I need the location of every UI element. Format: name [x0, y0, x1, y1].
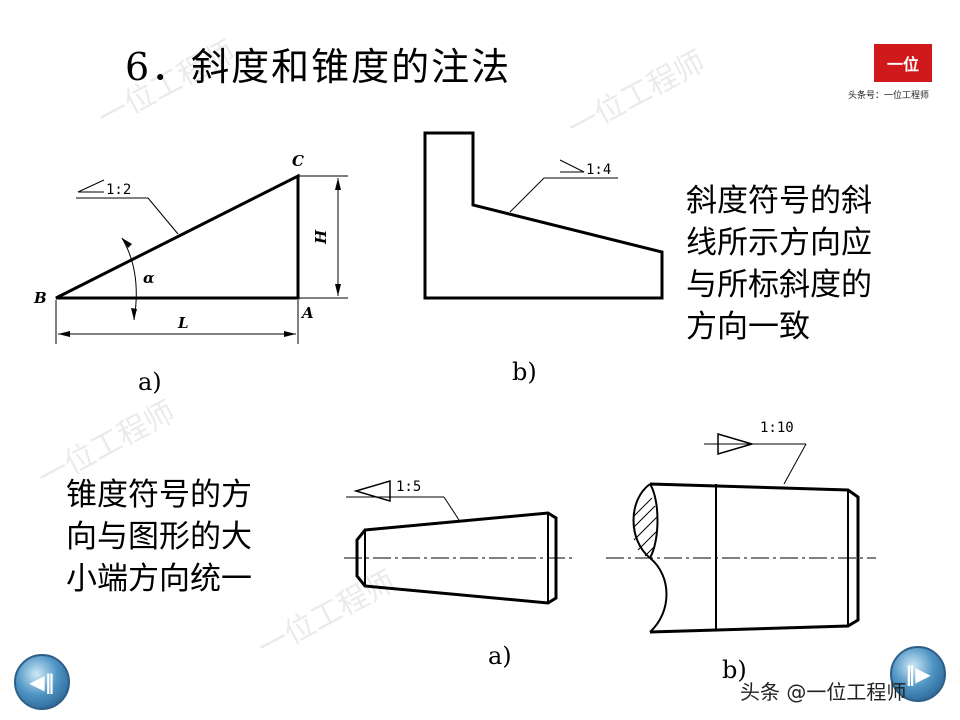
next-page-button[interactable]: ‖▶ — [890, 646, 946, 702]
taper-figure-small: 1:5 — [344, 479, 572, 605]
point-label-a: A — [300, 304, 314, 322]
figure-caption-b: b) — [512, 358, 537, 386]
taper-note-line: 小端方向统一 — [66, 561, 252, 597]
taper-note-line: 向与图形的大 — [66, 519, 252, 555]
taper-shaft — [649, 482, 860, 634]
slope-triangle-figure: 1:2 C B A α H L — [33, 152, 348, 344]
angle-label: α — [143, 269, 155, 287]
prev-page-icon: ◀‖ — [29, 670, 55, 694]
slope-block-figure: 1:4 — [423, 131, 664, 300]
point-label-b: B — [33, 289, 47, 307]
slope-ratio-b: 1:4 — [586, 162, 611, 178]
taper-figure-large: 1:10 — [606, 420, 876, 634]
taper-ratio-c: 1:5 — [396, 479, 421, 495]
slope-triangle — [55, 173, 300, 300]
figure-caption-d: b) — [722, 656, 747, 684]
footer-watermark: 头条 @一位工程师 — [740, 680, 907, 704]
next-page-icon: ‖▶ — [905, 662, 931, 686]
taper-note-line: 锥度符号的方 — [66, 477, 252, 513]
slope-note-line: 与所标斜度的 — [686, 267, 872, 303]
figure-caption-a: a) — [138, 368, 162, 396]
point-label-c: C — [292, 152, 304, 170]
slide-title: 6．斜度和锥度的注法 — [125, 45, 512, 89]
length-label: L — [177, 314, 189, 332]
slope-note-line: 方向一致 — [686, 309, 810, 345]
prev-page-button[interactable]: ◀‖ — [14, 654, 70, 710]
slope-note-line: 线所示方向应 — [686, 225, 872, 261]
taper-note: 锥度符号的方 向与图形的大 小端方向统一 — [66, 474, 252, 600]
figure-caption-c: a) — [488, 642, 512, 670]
slope-note: 斜度符号的斜 线所示方向应 与所标斜度的 方向一致 — [686, 180, 872, 348]
height-label: H — [312, 229, 330, 245]
brand-subtitle: 头条号：一位工程师 — [848, 91, 930, 101]
taper-ratio-d: 1:10 — [760, 420, 794, 436]
brand-logo: 一位 — [874, 44, 932, 82]
slope-block — [423, 131, 664, 300]
slope-ratio-a: 1:2 — [106, 182, 131, 198]
slope-note-line: 斜度符号的斜 — [686, 183, 872, 219]
